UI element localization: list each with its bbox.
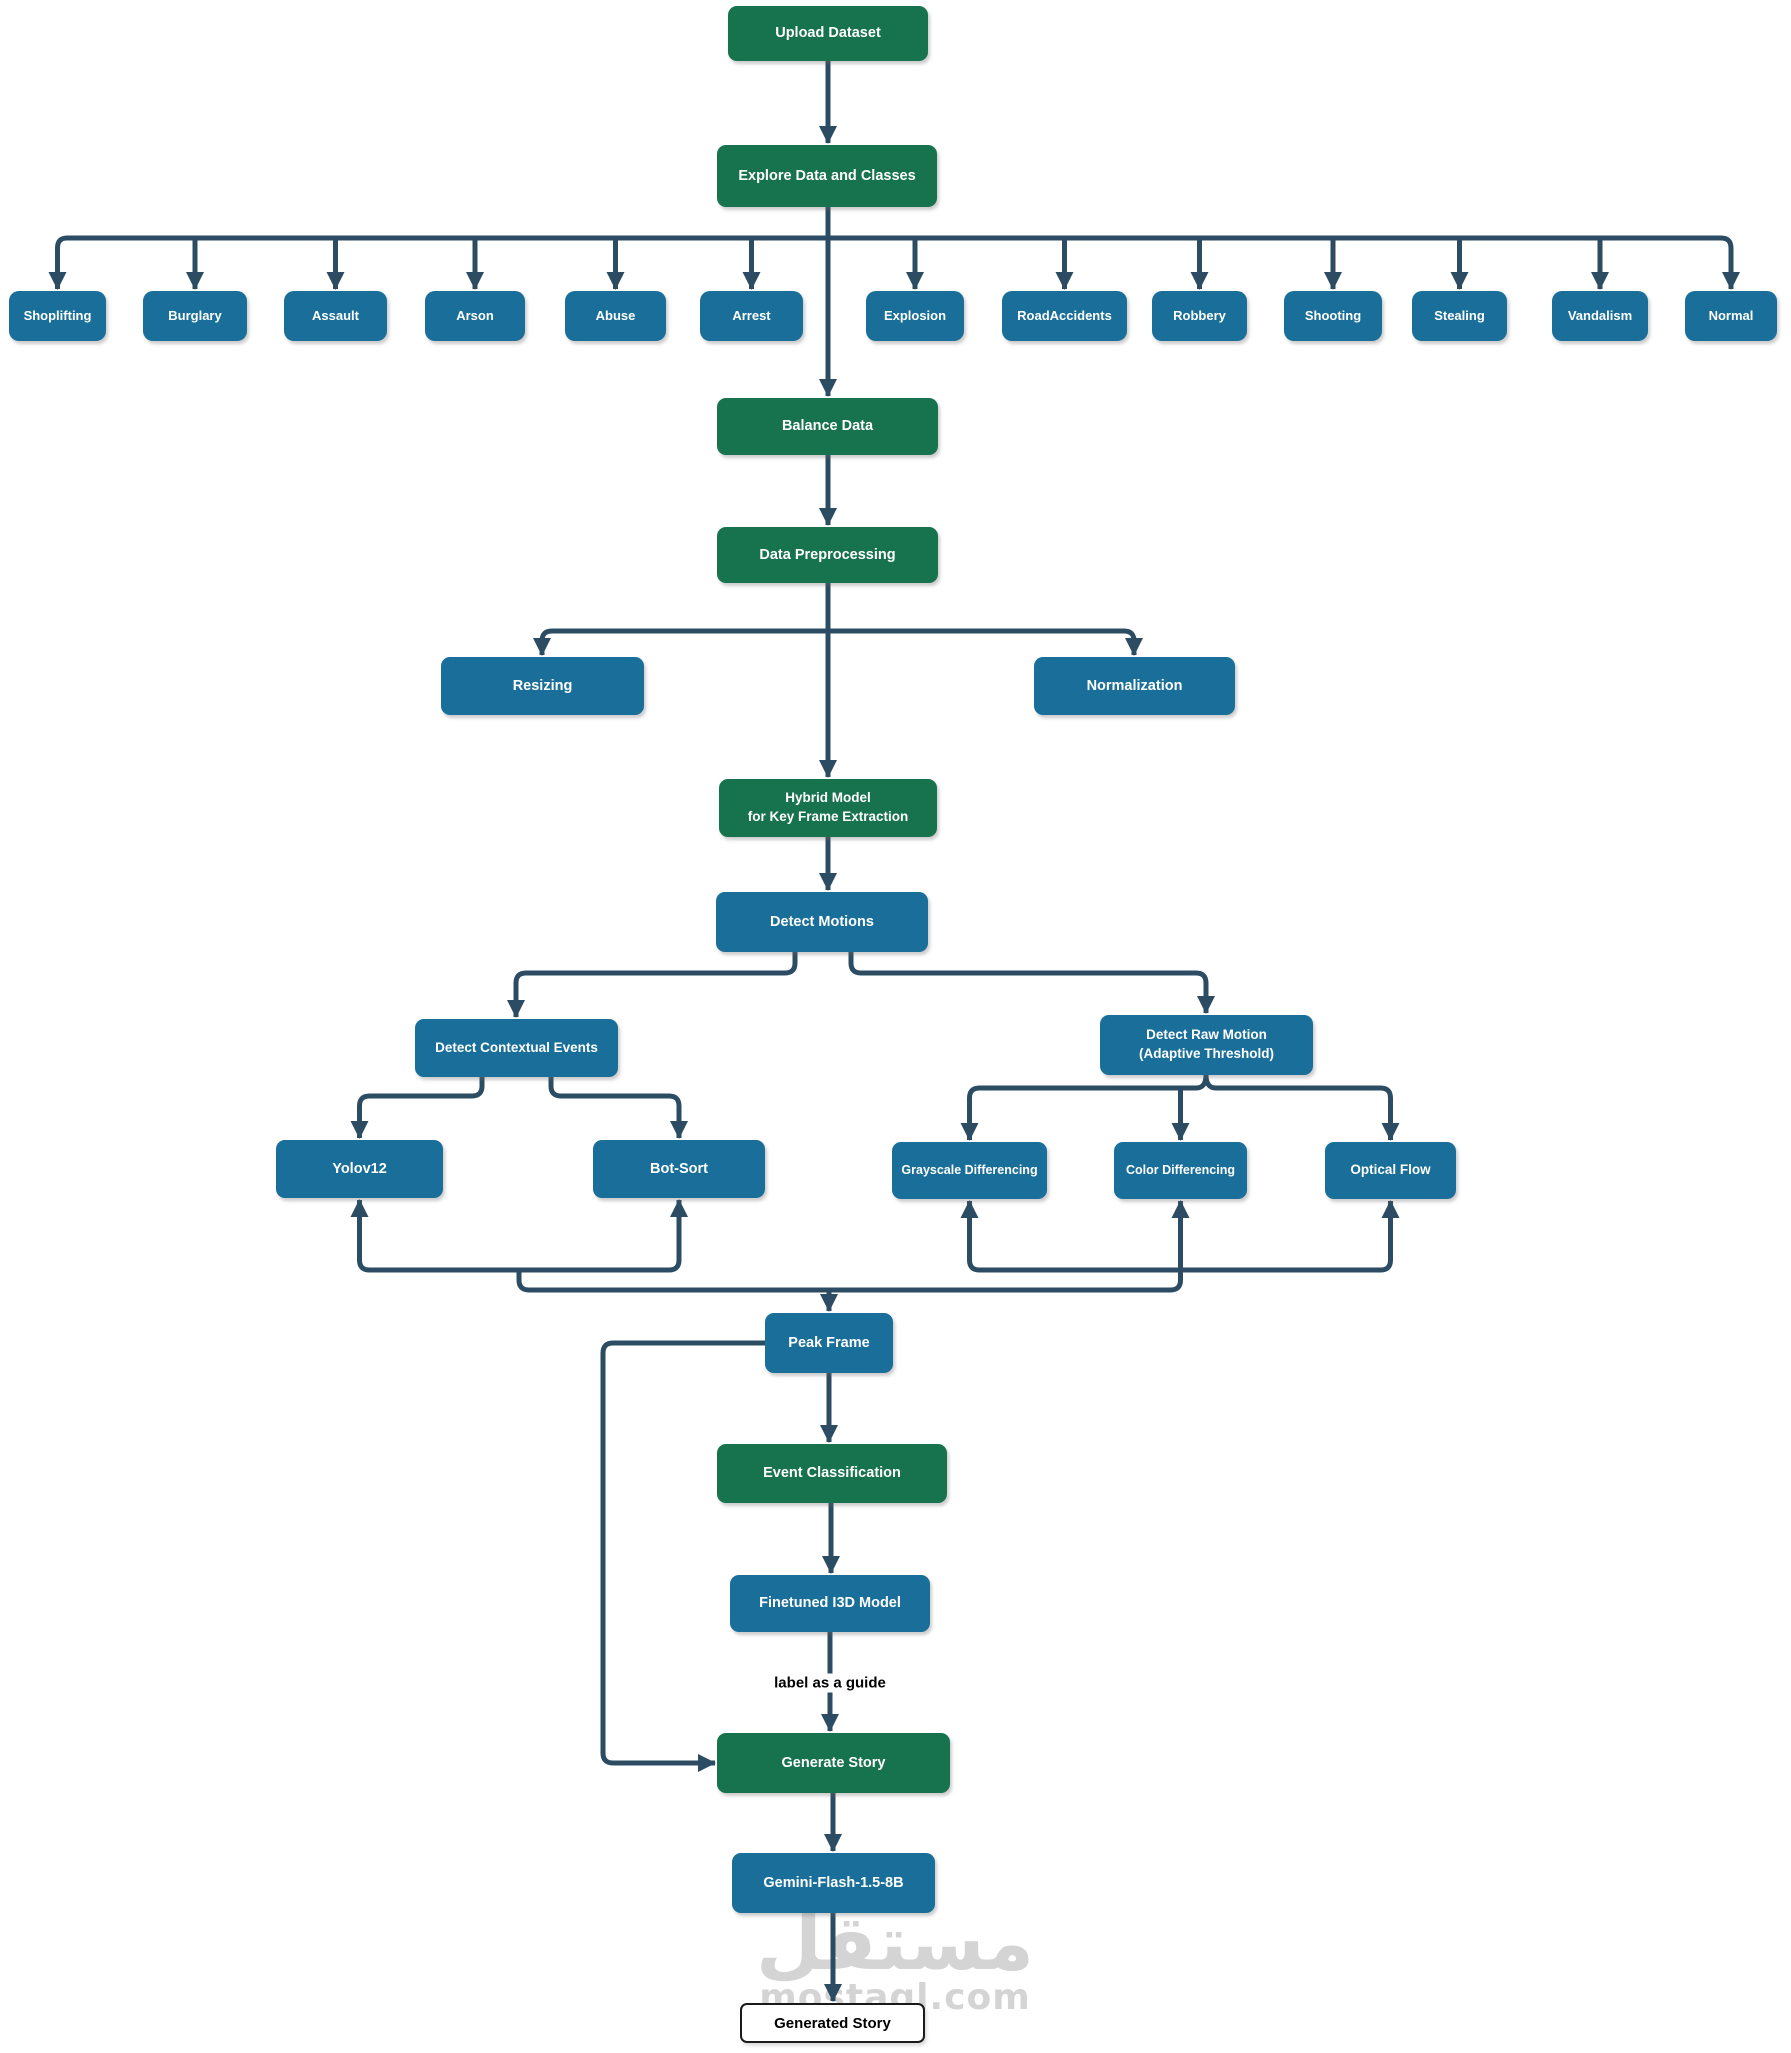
class-box-shooting: Shooting bbox=[1284, 291, 1382, 341]
class-box-shoplifting: Shoplifting bbox=[9, 291, 106, 341]
node-yolov12: Yolov12 bbox=[276, 1140, 443, 1198]
node-normalization: Normalization bbox=[1034, 657, 1235, 715]
class-box-robbery: Robbery bbox=[1152, 291, 1247, 341]
class-box-burglary: Burglary bbox=[143, 291, 247, 341]
class-box-arrest: Arrest bbox=[700, 291, 803, 341]
class-box-normal: Normal bbox=[1685, 291, 1777, 341]
node-explore-data-classes: Explore Data and Classes bbox=[717, 145, 937, 207]
class-box-roadaccidents: RoadAccidents bbox=[1002, 291, 1127, 341]
node-detect-contextual-events: Detect Contextual Events bbox=[415, 1019, 618, 1077]
node-gemini-flash: Gemini-Flash-1.5-8B bbox=[732, 1853, 935, 1913]
node-hybrid-model: Hybrid Model for Key Frame Extraction bbox=[719, 779, 937, 837]
node-peak-frame: Peak Frame bbox=[765, 1313, 893, 1373]
node-finetuned-i3d-model: Finetuned I3D Model bbox=[730, 1575, 930, 1632]
class-box-explosion: Explosion bbox=[866, 291, 964, 341]
watermark: مستقل mostaql.com bbox=[695, 1898, 1095, 2019]
class-box-vandalism: Vandalism bbox=[1552, 291, 1648, 341]
node-generated-story: Generated Story bbox=[740, 2003, 925, 2043]
node-event-classification: Event Classification bbox=[717, 1444, 947, 1503]
node-grayscale-differencing: Grayscale Differencing bbox=[892, 1142, 1047, 1199]
class-box-arson: Arson bbox=[425, 291, 525, 341]
node-balance-data: Balance Data bbox=[717, 398, 938, 455]
node-resizing: Resizing bbox=[441, 657, 644, 715]
node-detect-raw-motion: Detect Raw Motion (Adaptive Threshold) bbox=[1100, 1015, 1313, 1075]
watermark-arabic-text: مستقل bbox=[756, 1898, 1034, 1987]
node-bot-sort: Bot-Sort bbox=[593, 1140, 765, 1198]
node-data-preprocessing: Data Preprocessing bbox=[717, 527, 938, 583]
node-detect-motions: Detect Motions bbox=[716, 892, 928, 952]
node-generate-story: Generate Story bbox=[717, 1733, 950, 1793]
edge-label-i3d-generate: label as a guide bbox=[767, 1673, 893, 1693]
class-box-assault: Assault bbox=[284, 291, 387, 341]
node-color-differencing: Color Differencing bbox=[1114, 1142, 1247, 1199]
class-box-stealing: Stealing bbox=[1412, 291, 1507, 341]
node-upload-dataset: Upload Dataset bbox=[728, 6, 928, 61]
node-optical-flow: Optical Flow bbox=[1325, 1142, 1456, 1199]
class-box-abuse: Abuse bbox=[565, 291, 666, 341]
